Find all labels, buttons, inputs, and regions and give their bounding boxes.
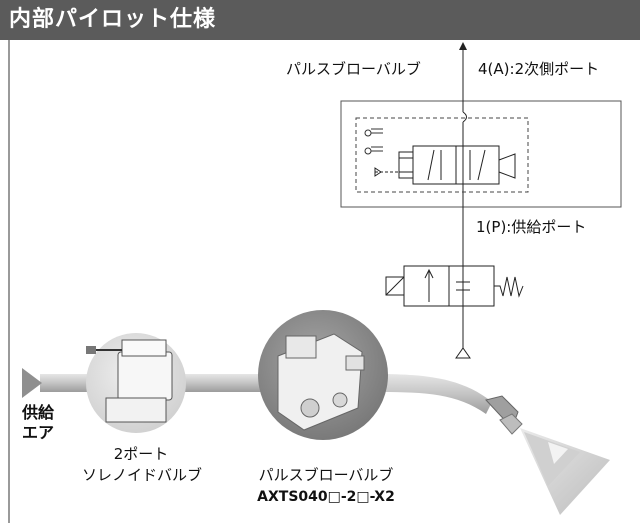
two-port-valve-schematic — [403, 238, 495, 348]
supply-air-arrow-icon — [22, 368, 42, 398]
air-spray — [520, 428, 610, 515]
supply-air-label-2: エア — [22, 423, 55, 442]
pulse-blow-valve-model: AXTS040□-2□-X2 — [257, 489, 395, 505]
two-port-valve-image — [86, 333, 186, 433]
port4-label: 4(A):2次側ポート — [478, 60, 600, 78]
arrow-up-icon — [459, 42, 467, 50]
pulse-blow-valve-label: パルスブローバルブ — [258, 466, 394, 484]
schematic-valve-label: パルスブローバルブ — [286, 60, 421, 78]
spring-icon — [494, 276, 524, 298]
page-title: 内部パイロット仕様 — [9, 7, 217, 32]
two-port-valve-label-2: ソレノイドバルブ — [81, 466, 202, 484]
air-supply-triangle-icon — [455, 347, 471, 359]
header-bar: 内部パイロット仕様 — [0, 0, 640, 40]
two-port-valve-label-1: 2ポート — [113, 445, 169, 463]
pulse-blow-valve-schematic — [340, 48, 622, 260]
pulse-blow-valve-image — [258, 310, 388, 440]
supply-air-label-1: 供給 — [22, 403, 55, 422]
nozzle — [485, 395, 523, 435]
frame-left-border — [8, 40, 10, 523]
port1-label: 1(P):供給ポート — [476, 218, 587, 236]
solenoid-icon — [385, 276, 405, 296]
